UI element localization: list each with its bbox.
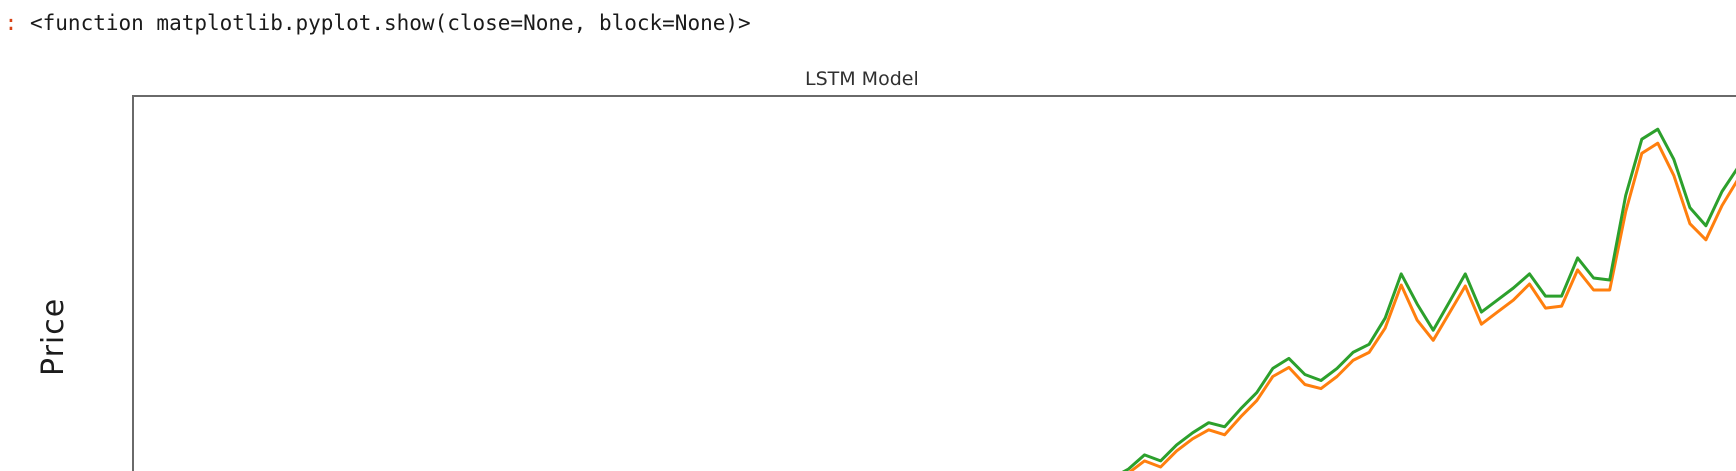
series-group	[1121, 127, 1736, 471]
matplotlib-figure: LSTM Model Price 4000 3500 3000 2500	[0, 46, 1736, 471]
y-tick: 4000	[132, 108, 134, 130]
notebook-output-cell: : <function matplotlib.pyplot.show(close…	[0, 0, 1736, 46]
output-text: <function matplotlib.pyplot.show(close=N…	[30, 11, 751, 35]
series-canvas	[1121, 127, 1736, 471]
y-tick: 2500	[132, 410, 134, 432]
y-tick-mark	[132, 420, 134, 422]
y-tick-mark	[132, 118, 134, 120]
output-prompt: :	[4, 10, 18, 35]
y-axis-label: Price	[36, 297, 71, 376]
series-line-predicted	[1128, 141, 1736, 471]
y-tick: 3500	[132, 209, 134, 231]
series-line-actual	[1121, 127, 1736, 471]
y-tick: 3000	[132, 309, 134, 331]
y-tick-mark	[132, 319, 134, 321]
chart-title: LSTM Model	[805, 68, 919, 90]
plot-axes: 4000 3500 3000 2500	[132, 95, 1736, 471]
y-tick-mark	[132, 219, 134, 221]
